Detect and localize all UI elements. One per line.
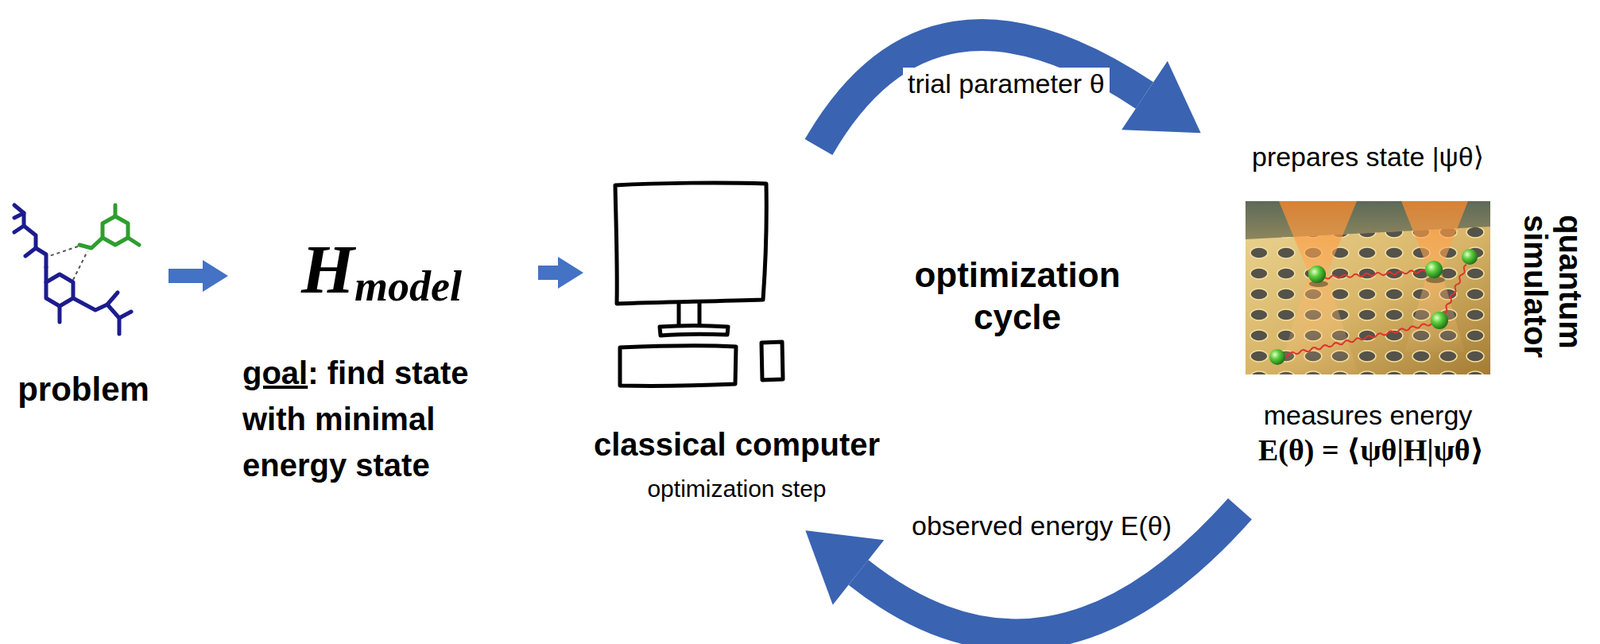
block-arrow (168, 268, 203, 283)
computer-drawing (610, 178, 818, 394)
svg-polyline (73, 298, 120, 334)
computer-node: classical computer optimization step (589, 178, 888, 509)
picture-background (1245, 201, 1491, 375)
text-group: quantum simulator (1514, 214, 1589, 388)
svg-line (49, 246, 78, 256)
arrow-head (805, 530, 884, 605)
text-group: classical computer (589, 425, 884, 464)
interaction-wave (1283, 323, 1432, 357)
cycle-label: optimization cycle (898, 254, 1137, 339)
model-node: Hmodel goal: find state with minimal ener… (234, 230, 532, 497)
hydrogen-bonds (49, 246, 88, 280)
svg-g (615, 182, 783, 386)
quantum-simulator-node: prepares state |ψθ⟩ quantum simulator meas… (1235, 139, 1592, 473)
monitor-outline (615, 182, 767, 304)
node-label: quantum simulator (1518, 214, 1589, 358)
node-label: problem (17, 370, 150, 408)
svg-circle (1461, 248, 1478, 265)
svg-polyline (58, 306, 62, 322)
svg-polyline (23, 225, 47, 268)
molecule-green (79, 205, 140, 248)
arrow-head (1121, 61, 1201, 133)
svg-polyline (14, 205, 24, 233)
edge-label: observed energy E(θ) (906, 509, 1177, 543)
cycle-arrow (858, 508, 1240, 635)
svg-polyline (14, 213, 24, 218)
svg-circle (1425, 260, 1443, 279)
node-sublabel: optimization step (646, 475, 826, 502)
svg-line (73, 251, 88, 280)
perforated-plate (1245, 226, 1491, 375)
measure-label: measures energy (1263, 399, 1473, 431)
arrow-head (557, 256, 584, 289)
svg-polygon (102, 216, 128, 245)
molecule-illustration (7, 198, 159, 338)
cycle-arrow (818, 34, 1145, 148)
text-group: goal: find state with minimal energy sta… (242, 349, 521, 489)
text-group: measures energy (1235, 399, 1500, 432)
svg-circle (1308, 265, 1326, 283)
molecule-blue (14, 205, 132, 334)
svg-circle (1269, 348, 1286, 365)
edge-label: trial parameter θ (902, 67, 1110, 101)
text-group: E(θ) = ⟨ψθ|H|ψθ⟩ (1235, 432, 1507, 469)
text-group: Hmodel (234, 230, 529, 311)
goal-keyword: goal (242, 355, 308, 391)
mouse-outline (761, 341, 783, 380)
svg-polyline (107, 292, 118, 305)
svg-polyline (127, 237, 140, 245)
block-arrow (538, 265, 558, 280)
svg-polyline (79, 237, 103, 248)
text-group: problem (7, 369, 159, 410)
svg-polyline (25, 247, 36, 256)
hamiltonian-symbol: H (301, 231, 355, 308)
svg-circle (1430, 311, 1449, 330)
svg-polyline (119, 311, 132, 318)
svg-polyline (113, 205, 118, 217)
interaction-wave (1444, 264, 1467, 314)
monitor-base (659, 325, 729, 337)
interaction-waves (1283, 264, 1467, 357)
energy-formula: E(θ) = ⟨ψθ|H|ψθ⟩ (1258, 433, 1484, 467)
state-label: prepares state |ψθ⟩ (1251, 141, 1484, 172)
problem-node: problem (7, 194, 163, 414)
text-group: prepares state |ψθ⟩ (1235, 140, 1500, 174)
monitor-stand (678, 303, 700, 326)
node-label: classical computer (593, 426, 880, 462)
text-group: optimization step (589, 474, 884, 504)
atoms (1269, 248, 1478, 365)
svg-polygon (46, 274, 74, 307)
tweezer-beam (1401, 201, 1469, 353)
arrow-head (202, 259, 229, 292)
interaction-wave (1324, 269, 1426, 279)
svg-polyline (44, 267, 49, 283)
quantum-simulator-picture (1245, 201, 1491, 375)
hamiltonian-subscript: model (354, 262, 462, 310)
plate-holes (1245, 226, 1491, 375)
keyboard-outline (619, 345, 737, 386)
